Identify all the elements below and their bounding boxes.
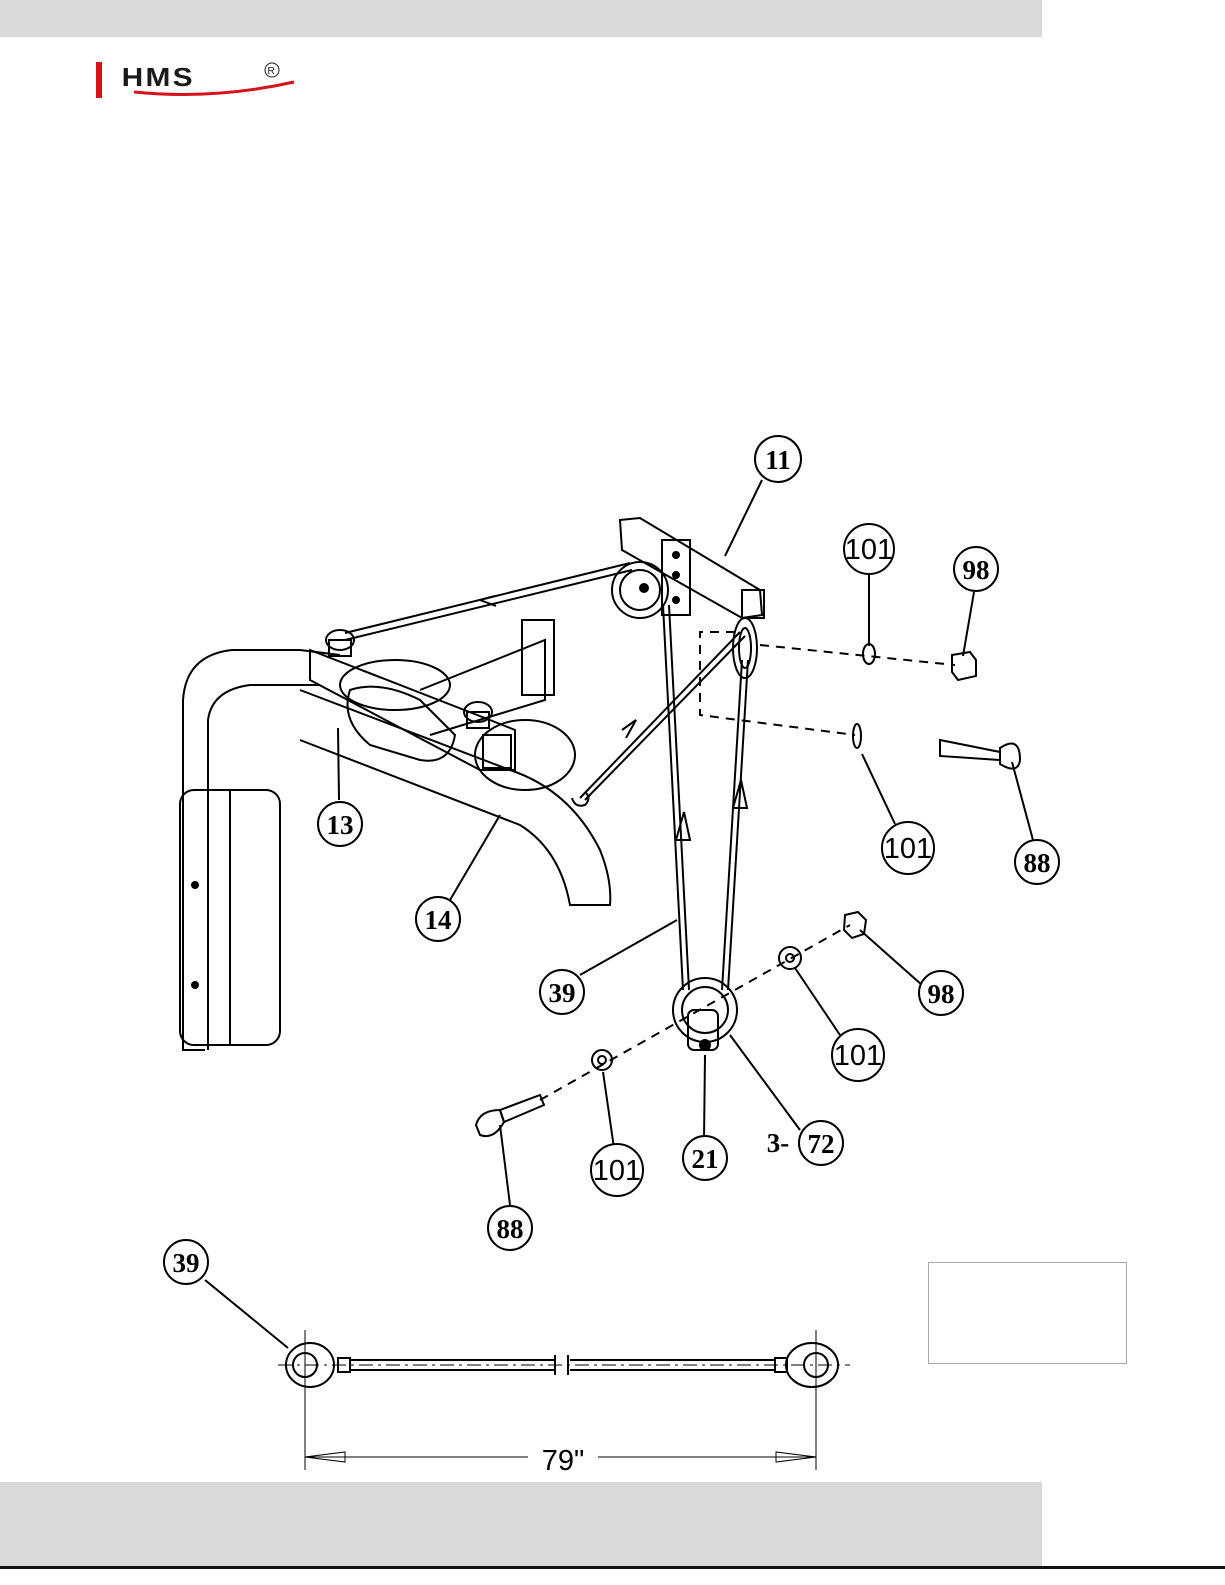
callout-39: 39	[549, 978, 576, 1008]
callout-72: 72	[808, 1129, 835, 1159]
footer-rule	[0, 1566, 1225, 1569]
callout-21: 21	[692, 1144, 719, 1174]
cable-length-dimension: 79"	[542, 1445, 585, 1477]
callout-101-right: 101	[834, 1040, 882, 1072]
callout-98-bottom: 98	[928, 979, 955, 1009]
callout-101-bottom: 101	[593, 1155, 641, 1187]
note-box	[928, 1262, 1127, 1364]
callout-72-quantity: 3-	[767, 1128, 790, 1158]
callout-98-top: 98	[963, 555, 990, 585]
callout-101-top: 101	[845, 534, 893, 566]
footer-bar	[0, 1482, 1042, 1566]
callout-88-bottom: 88	[497, 1214, 524, 1244]
callout-88-top: 88	[1024, 848, 1051, 878]
callout-39-detail: 39	[173, 1248, 200, 1278]
callout-101-mid: 101	[884, 833, 932, 865]
callout-11: 11	[765, 445, 791, 475]
callout-13: 13	[327, 810, 354, 840]
callout-14: 14	[425, 905, 452, 935]
